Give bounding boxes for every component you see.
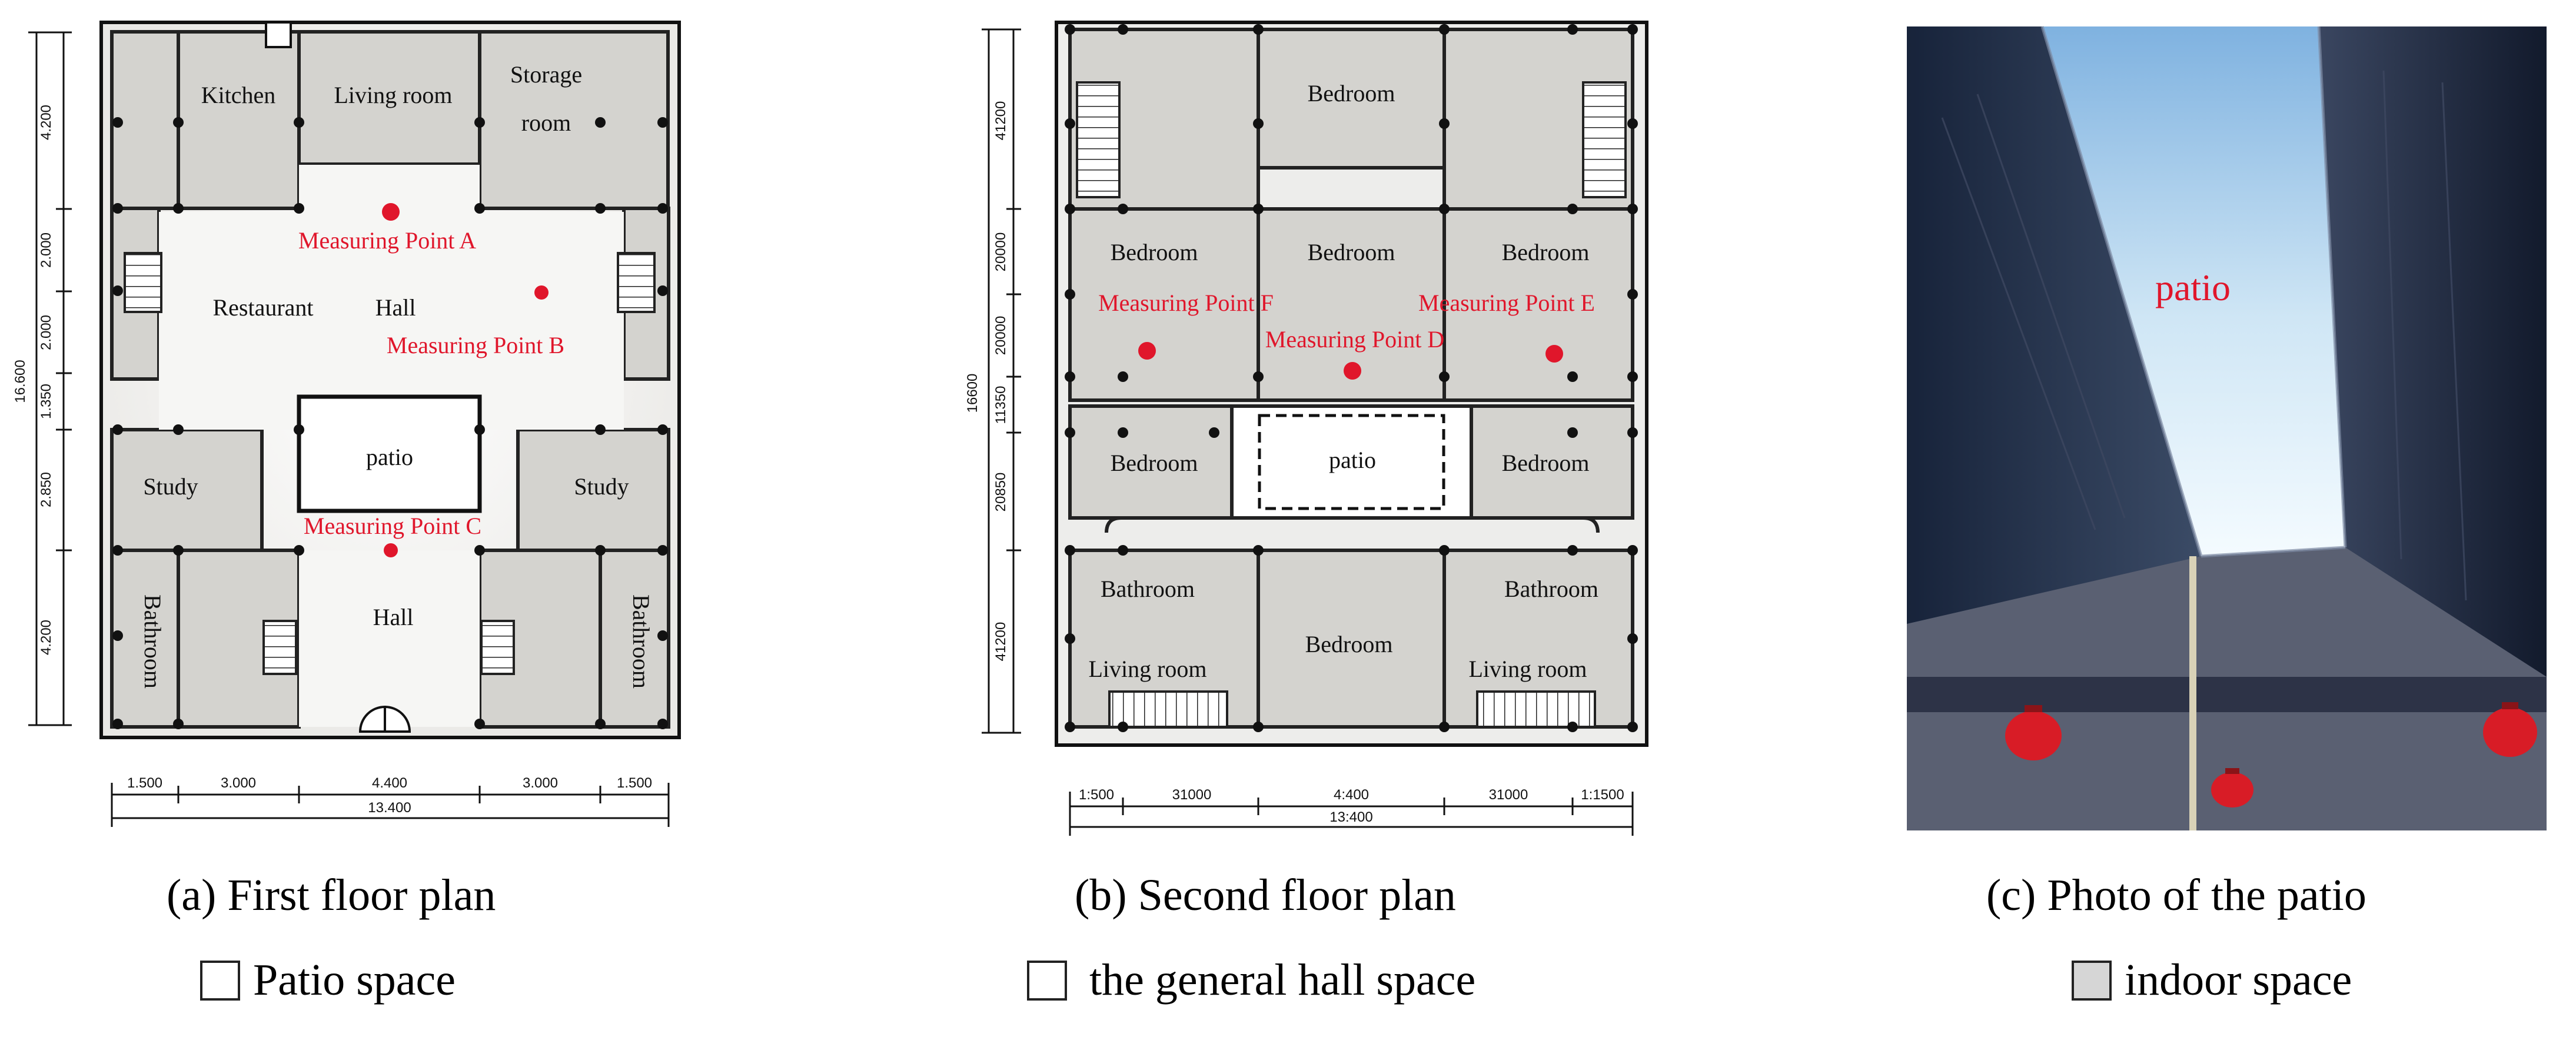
legend-swatch-indoor [2072, 960, 2112, 1001]
patio-b [1258, 414, 1445, 510]
patio-a [297, 394, 482, 513]
dim-h-total-b: 13:400 [1329, 809, 1372, 825]
marker-e [1545, 345, 1563, 363]
dim-v-6: 4.200 [38, 620, 54, 655]
first-floor-plan: Kitchen Living room Storage room Restaur… [12, 21, 681, 827]
room-bedroom-mid-center: Bedroom [1308, 239, 1395, 265]
dim-v-4: 1.350 [38, 384, 54, 419]
dim-h-5: 1.500 [617, 775, 652, 791]
room-hall-lower: Hall [373, 604, 414, 630]
room-bedroom-right: Bedroom [1502, 450, 1590, 476]
legend-swatch-hall [1027, 960, 1067, 1001]
dim-v-1: 4.200 [38, 105, 54, 140]
legend-label-hall: the general hall space [1089, 955, 1476, 1005]
dim-h-total: 13.400 [368, 800, 411, 816]
room-hall: Hall [375, 294, 416, 321]
label-measuring-point-d: Measuring Point D [1265, 326, 1444, 353]
room-storage-2: room [521, 109, 571, 136]
dim-v-4-b: 11350 [993, 386, 1009, 424]
dim-v-3-b: 20000 [993, 316, 1009, 355]
room-living-right-b: Living room [1468, 656, 1587, 682]
dim-v-3: 2.000 [38, 315, 54, 350]
room-bathroom-left-b: Bathroom [1101, 576, 1195, 602]
room-kitchen: Kitchen [201, 82, 276, 108]
dim-h-2: 3.000 [221, 775, 256, 791]
second-floor-plan: Bedroom Bedroom Bedroom Bedroom Bedroom … [965, 21, 1648, 836]
dim-v-total: 16.600 [12, 360, 28, 403]
dim-h-4: 3.000 [523, 775, 558, 791]
photo-patio-label: patio [2155, 267, 2231, 308]
dim-h-3: 4.400 [372, 775, 407, 791]
dim-v-1-b: 41200 [993, 101, 1009, 141]
legend-hall: the general hall space [1027, 955, 1475, 1006]
caption-first-floor: (a) First floor plan [167, 870, 496, 920]
room-bedroom-top: Bedroom [1308, 80, 1395, 107]
dim-v-total-b: 16600 [965, 374, 980, 413]
label-measuring-point-b: Measuring Point B [387, 332, 564, 358]
legend-label-patio: Patio space [253, 955, 456, 1005]
marker-d [1344, 362, 1361, 380]
dim-h-4-b: 31000 [1489, 787, 1528, 803]
marker-a [382, 203, 400, 221]
dim-v-2-b: 20000 [993, 232, 1009, 272]
dim-v-6-b: 41200 [993, 622, 1009, 662]
room-bathroom-right-b: Bathroom [1504, 576, 1598, 602]
dim-v-5-b: 20850 [993, 473, 1009, 512]
dim-h-1-b: 1:500 [1079, 787, 1114, 803]
room-restaurant: Restaurant [212, 294, 313, 321]
room-bedroom-mid-right: Bedroom [1502, 239, 1590, 265]
legend-swatch-patio [200, 960, 240, 1001]
dim-h-1: 1.500 [127, 775, 162, 791]
dim-v-5: 2.850 [38, 472, 54, 507]
room-bathroom-left: Bathroom [139, 594, 166, 689]
room-study-right: Study [574, 473, 629, 500]
label-measuring-point-c: Measuring Point C [304, 513, 481, 539]
room-living-room: Living room [334, 82, 452, 108]
patio-photo: patio [1907, 26, 2547, 830]
room-bedroom-left: Bedroom [1111, 450, 1198, 476]
label-measuring-point-a: Measuring Point A [298, 227, 476, 254]
marker-b [534, 285, 549, 300]
room-bedroom-bottom: Bedroom [1305, 631, 1393, 657]
dim-h-5-b: 1:1500 [1581, 787, 1624, 803]
marker-c [384, 543, 398, 557]
room-patio-b: patio [1329, 447, 1376, 473]
legend-patio: Patio space [200, 955, 456, 1006]
marker-f [1138, 342, 1156, 360]
dim-v-2: 2.000 [38, 232, 54, 268]
label-measuring-point-e: Measuring Point E [1418, 290, 1595, 316]
label-measuring-point-f: Measuring Point F [1098, 290, 1274, 316]
room-living-left-b: Living room [1088, 656, 1206, 682]
room-storage: Storage [510, 61, 582, 88]
room-study-left: Study [143, 473, 198, 500]
legend-label-indoor: indoor space [2125, 955, 2352, 1005]
room-bathroom-right: Bathroom [628, 594, 654, 689]
room-patio: patio [366, 444, 413, 470]
room-bedroom-mid-left: Bedroom [1111, 239, 1198, 265]
dim-h-2-b: 31000 [1172, 787, 1212, 803]
legend-indoor: indoor space [2072, 955, 2352, 1006]
caption-photo: (c) Photo of the patio [1986, 870, 2366, 920]
caption-second-floor: (b) Second floor plan [1075, 870, 1456, 920]
dim-h-3-b: 4:400 [1334, 787, 1369, 803]
